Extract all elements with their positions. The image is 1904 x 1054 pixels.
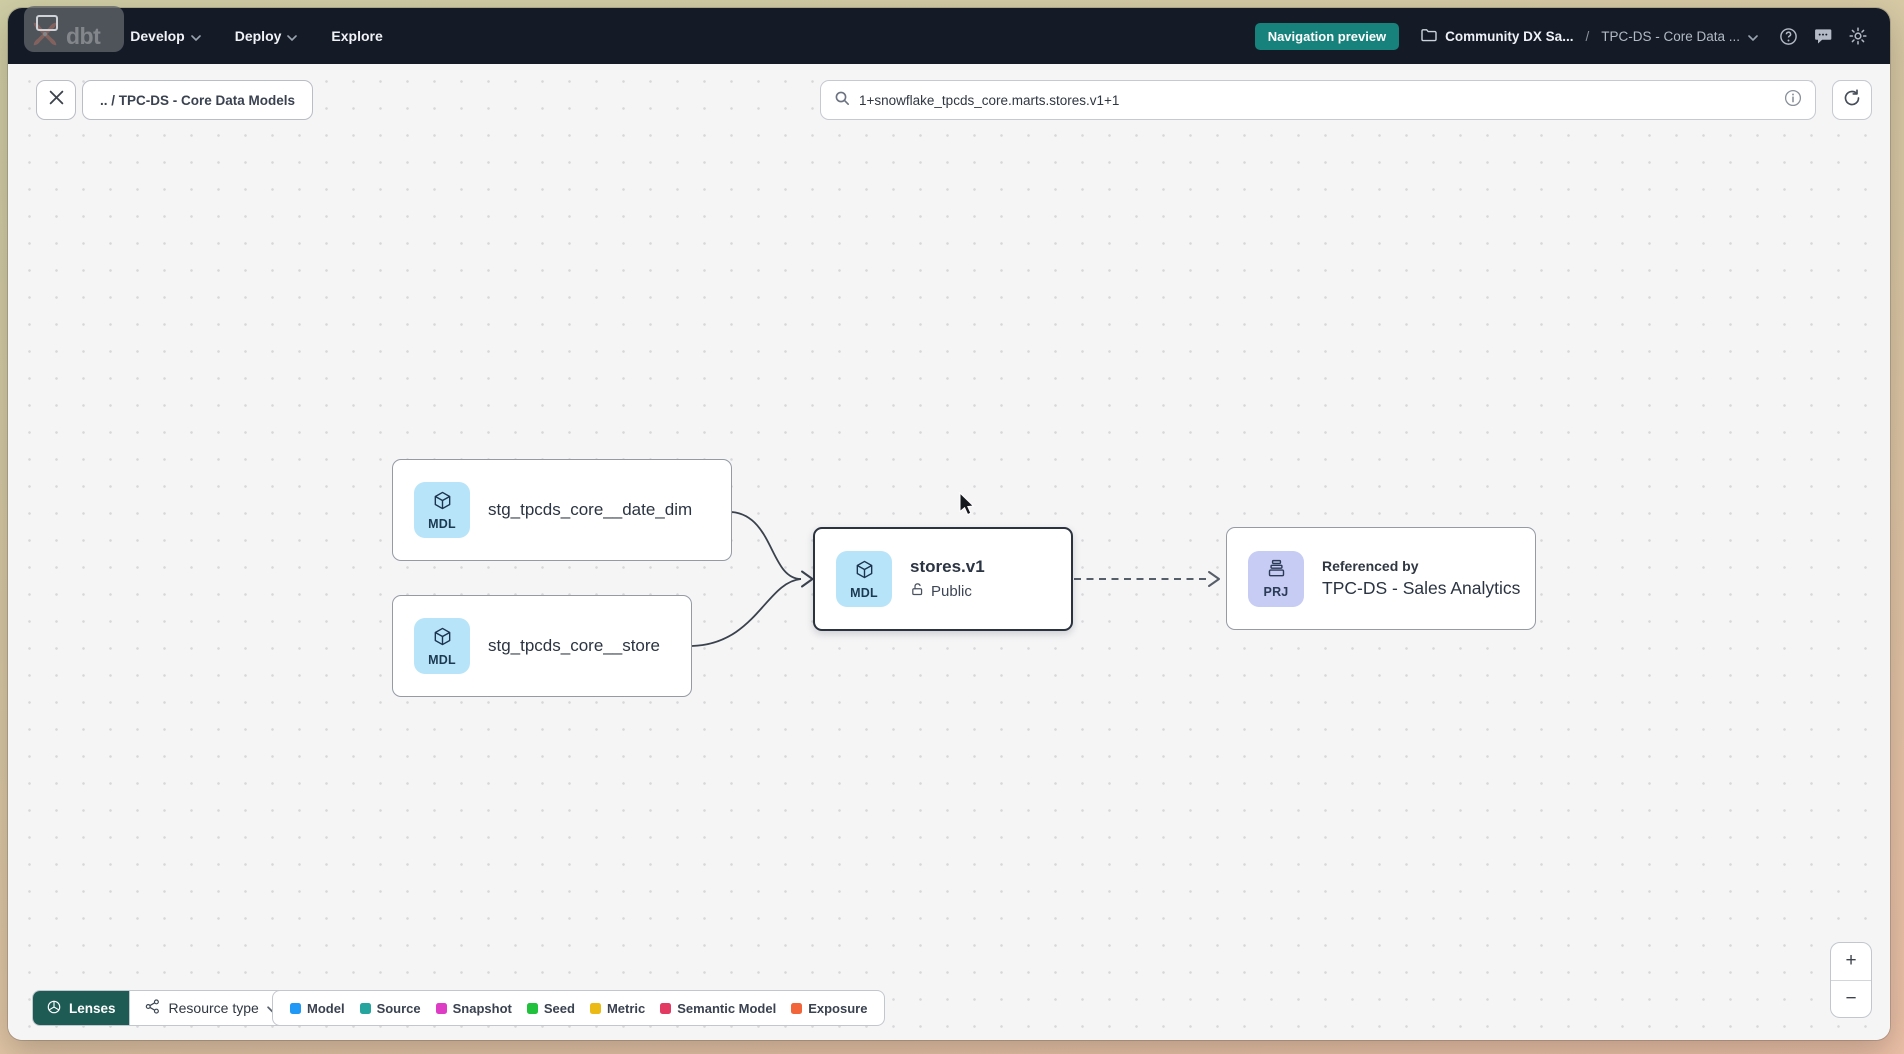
project-name[interactable]: TPC-DS - Core Data ...	[1601, 28, 1740, 44]
search-input[interactable]	[859, 92, 1775, 108]
node-label: stg_tpcds_core__date_dim	[488, 500, 693, 519]
badge-label: PRJ	[1263, 585, 1289, 599]
lenses-label: Lenses	[69, 1000, 116, 1016]
refresh-lineage-button[interactable]	[1832, 80, 1872, 120]
chevron-down-icon	[287, 28, 298, 44]
legend-label: Snapshot	[452, 1000, 512, 1016]
node-referenced-by-sales-analytics[interactable]: PRJ Referenced by TPC-DS - Sales Analyti…	[1226, 527, 1536, 630]
account-breadcrumb: Community DX Sa... / TPC-DS - Core Data …	[1421, 28, 1758, 45]
legend-item-snapshot: Snapshot	[435, 1000, 512, 1016]
chevron-down-icon[interactable]	[1748, 29, 1758, 44]
legend-swatch	[290, 1002, 301, 1014]
nav-item-develop[interactable]: Develop	[130, 28, 201, 44]
resource-type-label: Resource type	[168, 1000, 259, 1016]
node-stores-v1[interactable]: MDL stores.v1 Public	[813, 527, 1073, 631]
nav-item-explore-label: Explore	[331, 28, 383, 44]
feedback-icon[interactable]	[1813, 26, 1833, 46]
legend-swatch	[791, 1002, 803, 1014]
lenses-button[interactable]: Lenses	[33, 991, 129, 1025]
cube-icon	[854, 559, 875, 585]
resource-type-dropdown[interactable]: Resource type	[128, 991, 292, 1025]
legend-item-seed: Seed	[526, 1000, 575, 1016]
model-badge: MDL	[414, 482, 470, 538]
resource-graph-icon	[144, 998, 161, 1018]
screen-capture-artifact	[24, 6, 124, 52]
legend-swatch	[526, 1002, 538, 1014]
nav-item-develop-label: Develop	[130, 28, 185, 44]
folder-icon	[1421, 28, 1437, 45]
access-label: Public	[931, 583, 972, 600]
info-icon[interactable]	[1784, 89, 1802, 112]
model-badge: MDL	[414, 618, 470, 674]
help-icon[interactable]	[1778, 26, 1798, 46]
window-icon	[36, 15, 58, 31]
settings-gear-icon[interactable]	[1848, 26, 1868, 46]
project-stack-icon	[1266, 558, 1287, 584]
navbar-right: Navigation preview Community DX Sa... / …	[1254, 22, 1868, 50]
badge-label: MDL	[428, 516, 456, 531]
access-row: Public	[910, 582, 985, 601]
legend-label: Seed	[543, 1000, 575, 1016]
project-badge: PRJ	[1248, 550, 1304, 607]
account-name[interactable]: Community DX Sa...	[1445, 28, 1574, 44]
legend-item-exposure: Exposure	[791, 1001, 867, 1016]
lineage-search-bar	[820, 80, 1816, 120]
canvas-zoom-control: + −	[1830, 942, 1872, 1018]
legend-item-source: Source	[359, 1000, 421, 1016]
zoom-in-button[interactable]: +	[1831, 943, 1871, 981]
legend-item-model: Model	[290, 1001, 345, 1016]
navbar-icons	[1778, 26, 1868, 46]
cube-icon	[432, 490, 453, 516]
legend-label: Model	[307, 1000, 345, 1016]
legend-label: Metric	[606, 1000, 646, 1016]
lineage-filter-group: Lenses Resource type	[32, 990, 293, 1026]
node-text-block: Referenced by TPC-DS - Sales Analytics	[1322, 558, 1520, 599]
close-icon	[49, 90, 64, 110]
legend-item-metric: Metric	[589, 1000, 646, 1016]
node-title: stores.v1	[910, 557, 985, 576]
lineage-canvas[interactable]: .. / TPC-DS - Core Data Models MDL	[8, 64, 1890, 1040]
node-label: stg_tpcds_core__store	[488, 636, 660, 655]
chevron-down-icon	[190, 28, 201, 44]
mouse-cursor	[958, 491, 977, 522]
badge-label: MDL	[428, 652, 456, 667]
nav-item-explore[interactable]: Explore	[331, 28, 382, 44]
nav-item-deploy[interactable]: Deploy	[235, 28, 298, 44]
unlock-icon	[910, 582, 925, 601]
lineage-breadcrumb-chip[interactable]: .. / TPC-DS - Core Data Models	[82, 80, 314, 120]
lineage-breadcrumb-label: .. / TPC-DS - Core Data Models	[100, 92, 296, 108]
legend-swatch	[359, 1002, 371, 1014]
node-stg-tpcds-core-date-dim[interactable]: MDL stg_tpcds_core__date_dim	[392, 459, 732, 561]
refresh-icon	[1842, 88, 1862, 113]
top-navbar: dbt Develop Deploy Explore Navigation pr…	[8, 8, 1890, 64]
breadcrumb-separator: /	[1585, 28, 1590, 44]
model-badge: MDL	[836, 551, 892, 607]
legend-swatch	[589, 1002, 601, 1014]
zoom-out-button[interactable]: −	[1845, 987, 1857, 1009]
legend-item-semantic-model: Semantic Model	[660, 1001, 776, 1016]
resource-type-legend: Model Source Snapshot Seed Metric Semant…	[272, 990, 886, 1026]
app-window: dbt Develop Deploy Explore Navigation pr…	[8, 8, 1890, 1040]
close-lineage-button[interactable]	[36, 80, 76, 120]
cube-icon	[432, 626, 453, 652]
legend-label: Semantic Model	[677, 1000, 777, 1016]
nav-item-deploy-label: Deploy	[234, 28, 282, 44]
legend-swatch	[660, 1002, 672, 1014]
nav-menu: Develop Deploy Explore	[130, 28, 383, 44]
legend-label: Exposure	[808, 1000, 868, 1016]
node-stg-tpcds-core-store[interactable]: MDL stg_tpcds_core__store	[392, 595, 692, 697]
lens-aperture-icon	[46, 999, 62, 1018]
badge-label: MDL	[850, 585, 878, 600]
node-text-block: stores.v1 Public	[910, 557, 985, 601]
legend-swatch	[435, 1002, 447, 1014]
node-title: TPC-DS - Sales Analytics	[1322, 578, 1521, 598]
legend-label: Source	[376, 1000, 421, 1016]
node-sublabel: Referenced by	[1322, 558, 1419, 574]
navigation-preview-badge[interactable]: Navigation preview	[1254, 22, 1400, 50]
search-icon	[834, 90, 850, 111]
